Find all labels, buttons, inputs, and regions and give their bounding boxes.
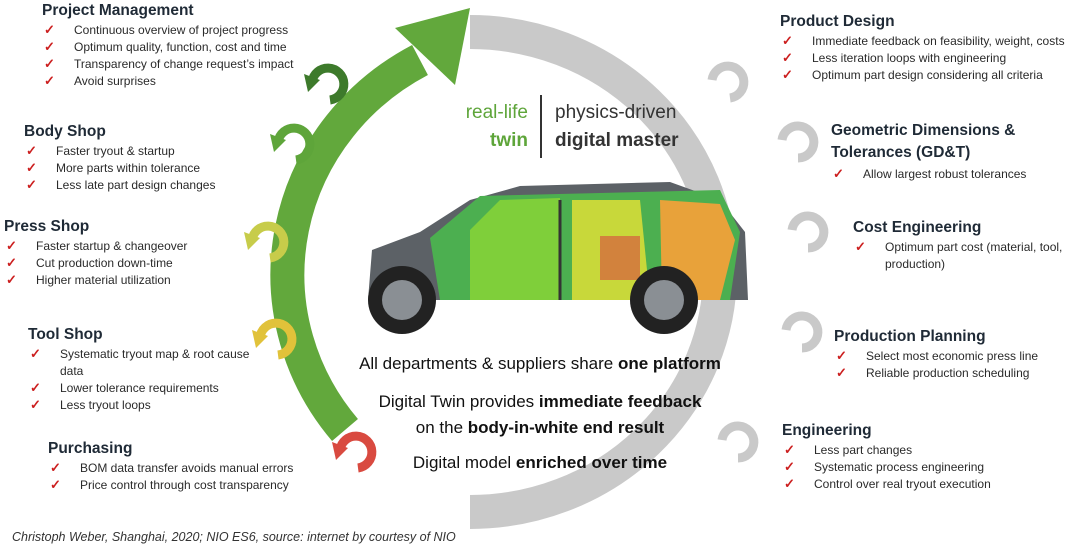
green-cycle-arc (270, 44, 428, 442)
section-title: Tool Shop (28, 326, 103, 343)
check-icon: ✓ (44, 73, 55, 88)
section-title: Geometric Dimensions & Tolerances (GD&T) (831, 122, 1016, 161)
list-item: ✓Systematic process engineering (784, 459, 985, 474)
check-icon: ✓ (836, 348, 847, 363)
list-item: ✓Reliable production scheduling (836, 365, 1030, 380)
section-gdt: Geometric Dimensions & Tolerances (GD&T)… (831, 120, 1051, 183)
list-item: ✓Optimum part cost (material, tool, prod… (855, 239, 1063, 271)
list-item: ✓Select most economic press line (836, 348, 1039, 363)
list-item: ✓Allow largest robust tolerances (833, 166, 1027, 181)
check-icon: ✓ (855, 239, 866, 254)
check-icon: ✓ (26, 160, 37, 175)
twin-label-left: real-life twin (420, 102, 528, 152)
list-item: ✓Cut production down-time (6, 255, 173, 270)
list-item: ✓Optimum part design considering all cri… (782, 67, 1043, 82)
section-product-design: Product Design ✓Immediate feedback on fe… (780, 13, 1065, 84)
section-title: Product Design (780, 13, 895, 30)
twin-right-line1: physics-driven (555, 102, 677, 123)
list-item: ✓Control over real tryout execution (784, 476, 991, 491)
section-title: Body Shop (24, 123, 106, 140)
list-item: ✓Less iteration loops with engineering (782, 50, 1007, 65)
section-cost-engineering: Cost Engineering ✓Optimum part cost (mat… (853, 219, 1083, 273)
list-item: ✓Lower tolerance requirements (30, 380, 219, 395)
check-icon: ✓ (784, 442, 795, 457)
section-project-management: Project Management ✓Continuous overview … (42, 2, 293, 90)
center-statement-enriched: Digital model enriched over time (412, 453, 668, 472)
twin-left-line2: twin (490, 130, 528, 151)
twin-right-line2: digital master (555, 130, 679, 151)
list-item: ✓Immediate feedback on feasibility, weig… (782, 33, 1065, 48)
check-icon: ✓ (44, 39, 55, 54)
check-icon: ✓ (782, 67, 793, 82)
check-icon: ✓ (50, 477, 61, 492)
section-title: Cost Engineering (853, 219, 982, 236)
section-title: Press Shop (4, 218, 90, 235)
check-icon: ✓ (30, 346, 41, 361)
check-icon: ✓ (782, 50, 793, 65)
section-tool-shop: Tool Shop ✓Systematic tryout map & root … (28, 326, 268, 414)
check-icon: ✓ (6, 255, 17, 270)
list-item: ✓Systematic tryout map & root cause data (30, 346, 250, 378)
check-icon: ✓ (784, 459, 795, 474)
check-icon: ✓ (26, 143, 37, 158)
green-arrow-head (395, 8, 470, 85)
loop-arrow-icon (247, 63, 377, 473)
check-icon: ✓ (782, 33, 793, 48)
section-engineering: Engineering ✓Less part changes ✓Systemat… (782, 422, 991, 493)
list-item: ✓Transparency of change request’s impact (44, 56, 294, 71)
section-title: Purchasing (48, 440, 133, 457)
check-icon: ✓ (30, 397, 41, 412)
check-icon: ✓ (836, 365, 847, 380)
check-icon: ✓ (833, 166, 844, 181)
check-icon: ✓ (26, 177, 37, 192)
list-item: ✓Price control through cost transparency (50, 477, 289, 492)
caption: Christoph Weber, Shanghai, 2020; NIO ES6… (12, 530, 456, 544)
list-item: ✓More parts within tolerance (26, 160, 201, 175)
check-icon: ✓ (784, 476, 795, 491)
list-item: ✓Avoid surprises (44, 73, 156, 88)
list-item: ✓Higher material utilization (6, 272, 171, 287)
section-body-shop: Body Shop ✓Faster tryout & startup ✓More… (24, 123, 215, 194)
check-icon: ✓ (44, 22, 55, 37)
section-production-planning: Production Planning ✓Select most economi… (834, 328, 1038, 382)
section-press-shop: Press Shop ✓Faster startup & changeover … (4, 218, 187, 289)
check-icon: ✓ (6, 238, 17, 253)
center-statement-feedback: Digital Twin provides immediate feedback (378, 392, 702, 411)
twin-label-right: physics-driven digital master (555, 102, 679, 152)
list-item: ✓Continuous overview of project progress (44, 22, 289, 37)
check-icon: ✓ (30, 380, 41, 395)
check-icon: ✓ (44, 56, 55, 71)
list-item: ✓Less late part design changes (26, 177, 216, 192)
center-statement-platform: All departments & suppliers share one pl… (359, 354, 721, 373)
section-purchasing: Purchasing ✓BOM data transfer avoids man… (48, 440, 293, 494)
section-title: Production Planning (834, 328, 986, 345)
center-statement-biw: on the body-in-white end result (415, 418, 665, 437)
list-item: ✓BOM data transfer avoids manual errors (50, 460, 294, 475)
check-icon: ✓ (50, 460, 61, 475)
section-title: Engineering (782, 422, 872, 439)
list-item: ✓Less part changes (784, 442, 913, 457)
check-icon: ✓ (6, 272, 17, 287)
list-item: ✓Faster tryout & startup (26, 143, 175, 158)
list-item: ✓Faster startup & changeover (6, 238, 188, 253)
list-item: ✓Less tryout loops (30, 397, 151, 412)
section-title: Project Management (42, 2, 194, 19)
car-image (368, 182, 748, 334)
twin-left-line1: real-life (465, 102, 528, 123)
list-item: ✓Optimum quality, function, cost and tim… (44, 39, 287, 54)
